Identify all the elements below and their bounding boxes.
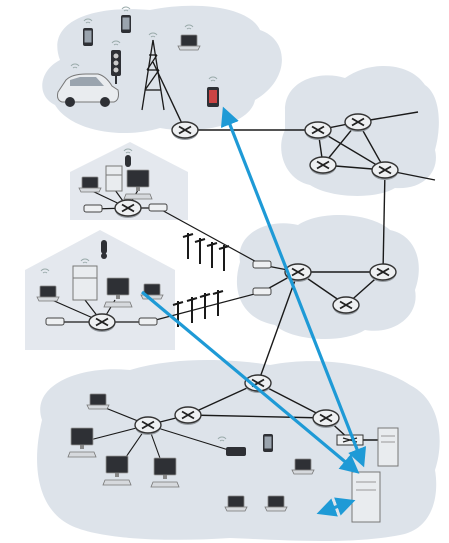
isp-router-icon [371, 161, 399, 181]
server-icon [377, 427, 399, 467]
modem-icon [45, 317, 65, 326]
modem-icon [148, 203, 168, 212]
isp-modem-icon [252, 260, 272, 269]
home-laptop-icon [140, 283, 164, 300]
laptop-icon [291, 458, 315, 475]
traffic-light-icon [111, 40, 121, 84]
enterprise-server-icon [351, 471, 381, 523]
mobile-phone-icon [83, 28, 93, 46]
isp-router-icon [309, 156, 337, 176]
refrigerator-icon [72, 258, 98, 301]
cell-tower-icon [141, 32, 165, 111]
modem-icon [138, 317, 158, 326]
arrow-laptop-to-server [316, 497, 356, 517]
tablet-icon [263, 434, 273, 452]
arrow-home-laptop-to-server [140, 290, 360, 474]
isp-router-icon [369, 263, 397, 283]
thermostat-icon [123, 148, 133, 167]
refrigerator-icon [105, 165, 123, 192]
home-router-icon [88, 313, 116, 333]
switch-icon [336, 434, 364, 446]
laptop-icon [86, 393, 110, 410]
desktop-icon [123, 169, 153, 200]
enterprise-router-icon [174, 406, 202, 426]
mobile-router-icon [171, 121, 199, 141]
isp-router-icon [344, 113, 372, 133]
home-router-icon [114, 199, 142, 219]
isp-modem-icon [252, 287, 272, 296]
car-icon [57, 63, 119, 107]
laptop-icon [224, 495, 248, 512]
mobile-network-cloud [42, 5, 282, 134]
enterprise-laptop-icon [264, 495, 288, 512]
telephone-poles-1 [182, 232, 230, 272]
laptop-icon [177, 34, 201, 51]
desktop-icon [67, 427, 97, 458]
enterprise-router-icon [312, 409, 340, 429]
laptop-icon [36, 285, 60, 302]
mobile-phone-icon [121, 15, 131, 33]
thermostat-icon [101, 240, 107, 259]
modem-icon [83, 204, 103, 213]
enterprise-switch-icon [134, 416, 162, 436]
desktop-icon [102, 455, 132, 486]
desktop-icon [150, 457, 180, 488]
isp-router-icon [304, 121, 332, 141]
laptop-icon [78, 176, 102, 193]
smartphone-icon [207, 76, 219, 107]
desktop-icon [103, 277, 133, 308]
arrow-mobile-to-server [220, 106, 367, 468]
communication-arrows [140, 106, 367, 517]
isp-router-icon [332, 296, 360, 316]
